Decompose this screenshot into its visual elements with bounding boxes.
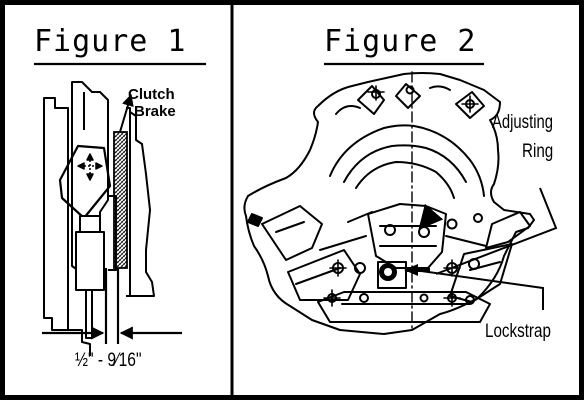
ring-label: Ring [522, 141, 554, 162]
figure2-drawing [243, 71, 535, 335]
clutch-brake-leader [119, 93, 134, 133]
figure1-title: Figure 1 [34, 24, 187, 59]
brake-label: Brake [134, 103, 176, 120]
figure1-drawing [43, 81, 155, 356]
lockstrap-label: Lockstrap [485, 321, 551, 342]
gap-spec-label: ½" - 9⁄16" [75, 350, 142, 371]
adjusting-label: Adjusting [492, 112, 553, 133]
adjusting-ring-leader [435, 187, 558, 275]
lockstrap-leader [413, 269, 544, 310]
clutch-brake-disc [113, 131, 128, 269]
gap-dimension [42, 268, 182, 344]
figure2-title: Figure 2 [324, 24, 477, 59]
clutch-label: Clutch [128, 86, 175, 103]
inner-bolt-arrow [418, 203, 444, 230]
